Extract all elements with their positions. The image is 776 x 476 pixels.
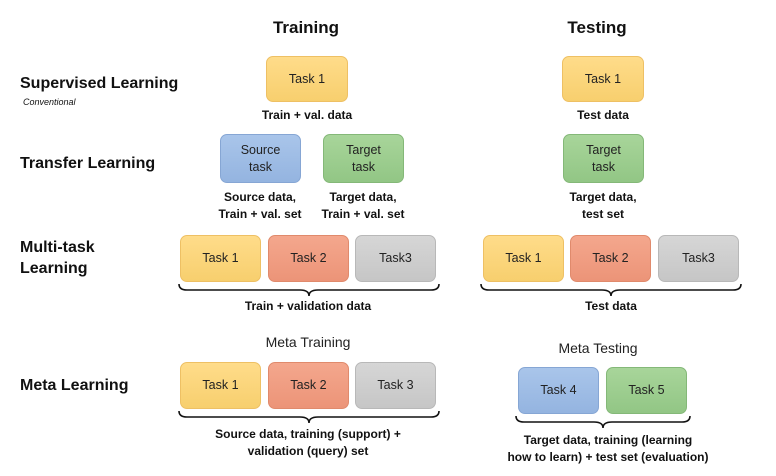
caption-line1: Source data, training (support) + [215,427,401,441]
row-label-meta: Meta Learning [20,377,129,394]
multitask-test-task-box: Task3 [658,235,739,282]
meta-test-task-box: Task 4 [518,367,599,414]
task-label: Task 1 [202,378,239,392]
row-label-multitask-line1: Multi-task [20,239,95,256]
task-label-line2: task [592,159,615,174]
supervised-train-caption: Train + val. data [261,108,353,122]
task-label: Task 2 [290,378,327,392]
task-label-line1: Target [586,142,621,157]
multitask-test-task-box: Task 1 [483,235,564,282]
task-label: Task3 [379,251,412,265]
multitask-test-brace [480,283,742,297]
transfer-source-task-box: Source task [220,134,301,183]
task-label: Task 3 [377,378,414,392]
row-label-multitask-line2: Learning [20,260,88,277]
supervised-test-task-box: Task 1 [562,56,644,102]
supervised-train-task-box: Task 1 [266,56,348,102]
multitask-train-task-box: Task 2 [268,235,349,282]
transfer-test-task-box: Target task [563,134,644,183]
caption-line2: Train + val. set [321,207,405,221]
meta-testing-brace [515,415,691,429]
caption-line2: validation (query) set [247,444,369,458]
row-label-supervised: Supervised Learning [20,75,179,92]
multitask-test-caption: Test data [585,299,637,313]
caption-line1: Target data, [569,190,637,204]
task-label: Task 1 [202,251,239,265]
task-label: Task 5 [628,383,665,397]
supervised-test-caption: Test data [577,108,629,122]
meta-training-title: Meta Training [265,334,351,350]
task-label: Task 1 [584,71,622,86]
task-label: Task 4 [540,383,577,397]
meta-training-caption: Source data, training (support) + valida… [183,426,433,460]
transfer-source-caption: Source data, Train + val. set [195,189,325,223]
caption-line2: how to learn) + test set (evaluation) [507,450,709,464]
multitask-train-task-box: Task3 [355,235,436,282]
meta-testing-title: Meta Testing [558,340,638,356]
transfer-test-caption: Target data, test set [538,189,668,223]
multitask-train-caption: Train + validation data [244,299,372,313]
task-label-line2: task [249,159,272,174]
meta-train-task-box: Task 2 [268,362,349,409]
task-label: Task 1 [288,71,326,86]
task-label-line1: Source [240,142,281,157]
meta-train-task-box: Task 1 [180,362,261,409]
task-label-line2: task [352,159,375,174]
meta-training-brace [178,410,440,424]
row-sublabel-conventional: Conventional [23,97,76,107]
task-label: Task 2 [290,251,327,265]
caption-line1: Target data, training (learning [523,433,693,447]
multitask-test-task-box: Task 2 [570,235,651,282]
training-column-header: Training [272,18,340,37]
caption-line1: Source data, [223,190,297,204]
row-label-transfer: Transfer Learning [20,155,156,172]
meta-train-task-box: Task 3 [355,362,436,409]
task-label: Task 2 [592,251,629,265]
meta-testing-caption: Target data, training (learning how to l… [488,432,728,466]
testing-column-header: Testing [567,18,627,37]
transfer-target-task-box: Target task [323,134,404,183]
task-label-line1: Target [346,142,381,157]
caption-line1: Target data, [329,190,397,204]
meta-test-task-box: Task 5 [606,367,687,414]
transfer-target-caption: Target data, Train + val. set [298,189,428,223]
multitask-train-brace [178,283,440,297]
multitask-train-task-box: Task 1 [180,235,261,282]
task-label: Task3 [682,251,715,265]
caption-line2: Train + val. set [218,207,302,221]
caption-line2: test set [581,207,625,221]
task-label: Task 1 [505,251,542,265]
